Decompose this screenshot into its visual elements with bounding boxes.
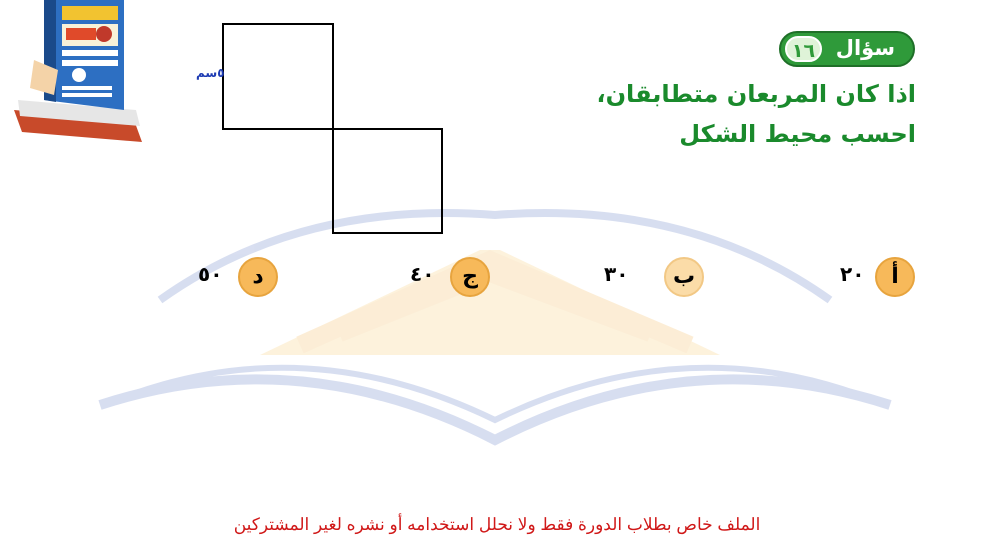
option-a-letter: أ (875, 257, 915, 297)
option-b-letter: ب (664, 257, 704, 297)
option-a[interactable]: ٢٠ أ (840, 257, 920, 297)
question-text-line-2: احسب محيط الشكل (679, 120, 916, 148)
option-b-value: ٣٠ (604, 262, 629, 286)
option-d[interactable]: ٥٠ د (198, 257, 283, 297)
side-length-label: ٥سم (196, 66, 225, 80)
option-c[interactable]: ٤٠ ج (410, 257, 495, 297)
square-bottom-right (332, 128, 443, 234)
option-d-value: ٥٠ (198, 262, 223, 286)
question-number: ١٦ (785, 36, 822, 62)
book-cover-image (14, 0, 142, 142)
option-c-letter: ج (450, 257, 490, 297)
square-top-left (222, 23, 334, 130)
footer-notice: الملف خاص بطلاب الدورة فقط ولا نحلل استخ… (233, 515, 761, 534)
question-label: سؤال (835, 36, 895, 60)
option-d-letter: د (238, 257, 278, 297)
option-a-value: ٢٠ (840, 262, 865, 286)
question-text-line-1: اذا كان المربعان متطابقان، (596, 80, 916, 108)
option-c-value: ٤٠ (410, 262, 435, 286)
question-badge: سؤال ١٦ (779, 31, 915, 67)
option-b[interactable]: ٣٠ ب (604, 257, 709, 297)
